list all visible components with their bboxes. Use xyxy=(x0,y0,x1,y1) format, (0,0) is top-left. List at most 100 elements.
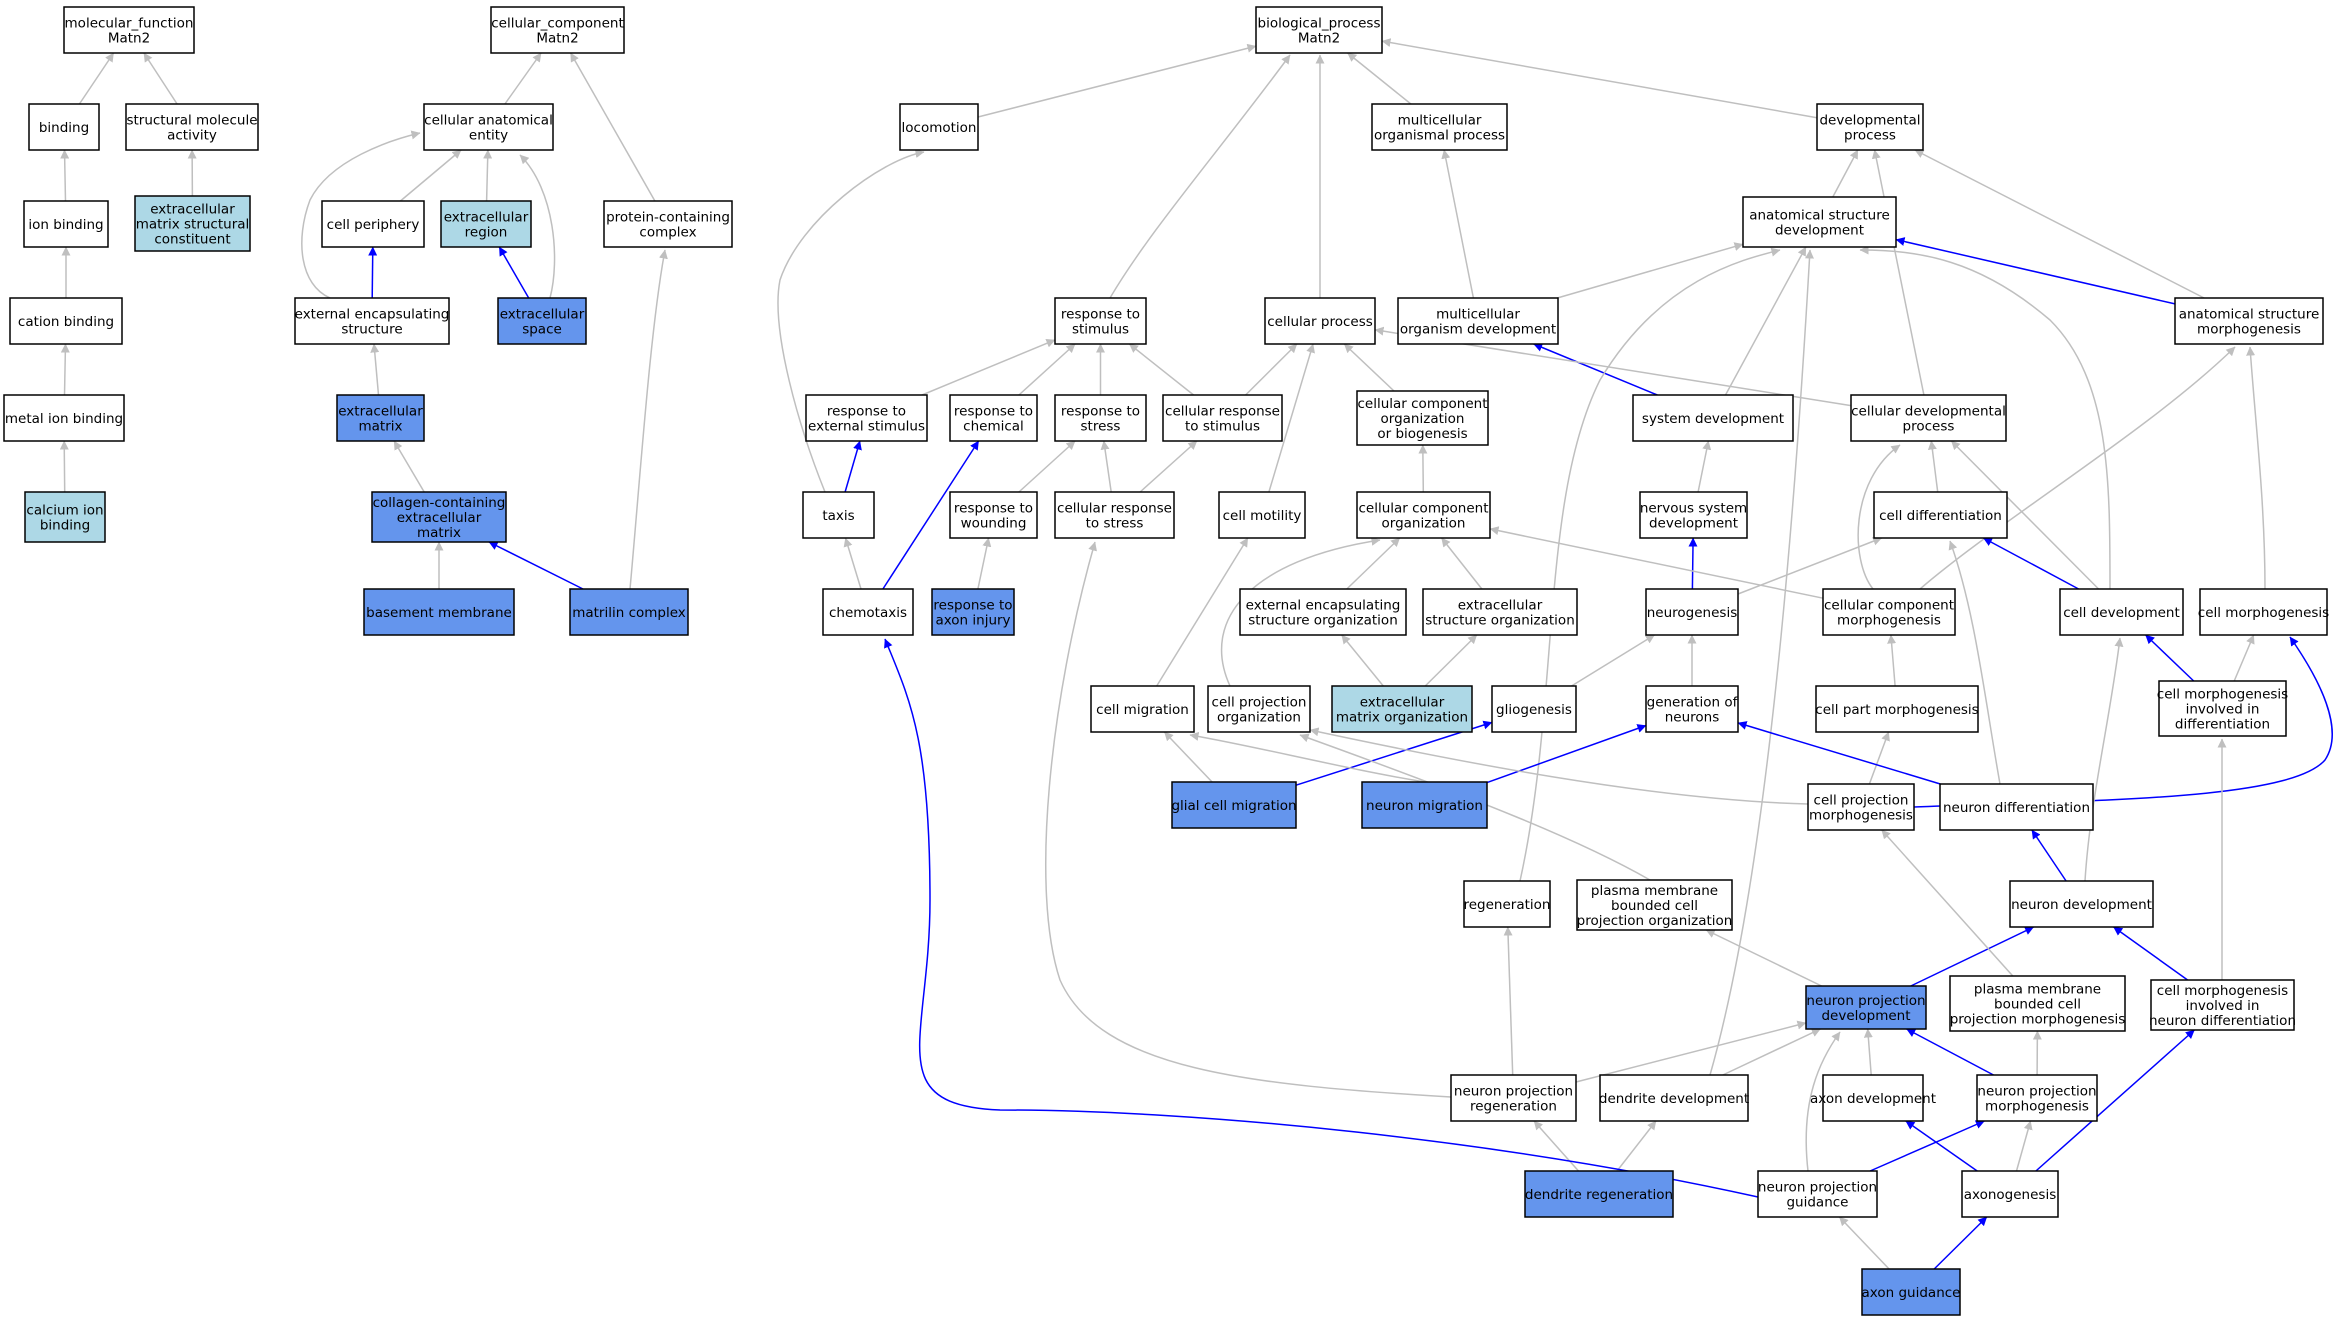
edge-layer xyxy=(59,38,2333,1270)
edge-cellresp-to-cellproc xyxy=(1245,343,1298,396)
term-label-line: external encapsulating xyxy=(295,307,450,323)
term-label-line: stimulus xyxy=(1072,322,1129,338)
edge-celldiff-to-celldevproc xyxy=(1927,440,1939,493)
edge-asmorph-to-asdev xyxy=(1895,237,2176,305)
edge-celldev-to-asdev xyxy=(1859,245,2111,590)
edge-pmbcpo-to-cellprojorg xyxy=(1299,733,1651,881)
edge-taxis-to-respext xyxy=(844,440,862,493)
term-label-line: process xyxy=(1903,419,1955,435)
term-label-line: cellular_component xyxy=(491,16,623,32)
term-node-celldiff: cell differentiation xyxy=(1873,491,2008,539)
term-box xyxy=(24,491,106,543)
term-node-metalb: metal ion binding xyxy=(3,394,125,442)
term-label-line: neuron projection xyxy=(1758,1180,1877,1196)
edge-npguid-to-npmorph xyxy=(1869,1120,1985,1172)
term-label-line: complex xyxy=(639,225,696,241)
term-box xyxy=(1850,394,2007,442)
edge-respaxon-to-respwound xyxy=(977,537,992,590)
edge-struct-to-mf xyxy=(143,52,178,105)
edge-protcx-to-cc xyxy=(569,52,656,202)
edge-neurdiff-to-celldiff xyxy=(1948,540,2001,785)
term-label-line: gliogenesis xyxy=(1496,702,1572,718)
term-label-line: external stimulus xyxy=(808,419,925,435)
term-label-line: matrix xyxy=(358,419,402,435)
term-box xyxy=(1805,985,1927,1030)
edge-cellrespstress-to-cellresp xyxy=(1139,440,1198,493)
term-label-line: Matn2 xyxy=(536,31,578,47)
edge-cellpartmorph-to-ccmorph xyxy=(1887,634,1897,687)
term-label-line: generation of xyxy=(1647,695,1739,711)
term-label-line: response to xyxy=(1061,404,1140,420)
term-label-line: neurons xyxy=(1665,710,1720,726)
term-box xyxy=(1491,685,1577,733)
term-label-line: cell differentiation xyxy=(1879,508,2002,524)
term-label-line: development xyxy=(1821,1008,1910,1024)
edge-ccob-to-cellproc xyxy=(1343,343,1395,392)
term-label-line: extracellular xyxy=(150,202,235,218)
term-box xyxy=(1524,1170,1674,1218)
term-box xyxy=(1218,491,1306,539)
term-box xyxy=(1331,685,1473,733)
term-box xyxy=(1807,783,1915,831)
term-label-line: cell periphery xyxy=(327,217,420,233)
term-node-binding: binding xyxy=(28,103,100,151)
term-box xyxy=(1949,975,2126,1032)
term-box xyxy=(1054,491,1175,539)
term-label-line: neuron migration xyxy=(1366,798,1483,814)
edge-binding-to-mf xyxy=(78,52,115,105)
term-label-line: process xyxy=(1844,128,1896,144)
edge-ccmorph-to-ccorg xyxy=(1489,526,1824,599)
term-label-line: cation binding xyxy=(18,314,114,330)
edge-collagen-to-exmat xyxy=(393,440,425,493)
term-label-line: organization xyxy=(1382,516,1466,532)
term-box xyxy=(1356,390,1489,446)
term-node-cellmig: cell migration xyxy=(1090,685,1195,733)
term-node-chemotaxis: chemotaxis xyxy=(822,588,914,636)
term-box xyxy=(1356,491,1491,539)
term-box xyxy=(1162,394,1283,442)
term-node-sysdev: system development xyxy=(1632,394,1794,442)
term-box xyxy=(134,195,251,252)
term-node-axonogen: axonogenesis xyxy=(1961,1170,2059,1218)
term-node-cellproc: cellular process xyxy=(1264,297,1376,345)
term-box xyxy=(1632,394,1794,442)
term-box xyxy=(125,103,259,151)
term-label-line: cellular process xyxy=(1267,314,1373,330)
term-node-taxis: taxis xyxy=(802,491,875,539)
term-node-cationb: cation binding xyxy=(9,297,123,345)
term-label-line: plasma membrane xyxy=(1974,982,2101,998)
term-label-line: organismal process xyxy=(1374,128,1505,144)
term-label-line: neuron development xyxy=(2011,897,2152,913)
term-label-line: stress xyxy=(1081,419,1121,435)
term-label-line: cell migration xyxy=(1096,702,1189,718)
term-label-line: development xyxy=(1649,516,1738,532)
term-box xyxy=(949,491,1038,539)
term-label-line: ion binding xyxy=(28,217,103,233)
edge-neurogen-to-nsdev xyxy=(1688,537,1698,590)
edge-ecmorg-to-extencorg xyxy=(1341,634,1384,687)
term-label-line: matrix structural xyxy=(136,217,250,233)
term-label-line: cell projection xyxy=(1212,695,1307,711)
term-label-line: cellular component xyxy=(1358,501,1488,517)
term-box xyxy=(1961,1170,2059,1218)
term-label-line: extracellular xyxy=(338,404,423,420)
edge-neurdiff-to-genneur xyxy=(1737,721,1941,785)
term-label-line: organization xyxy=(1381,411,1465,427)
term-label-line: dendrite regeneration xyxy=(1525,1187,1673,1203)
edge-multidev-to-asdev xyxy=(1557,242,1744,299)
term-label-line: basement membrane xyxy=(366,605,512,621)
term-node-matrilin: matrilin complex xyxy=(569,588,689,636)
